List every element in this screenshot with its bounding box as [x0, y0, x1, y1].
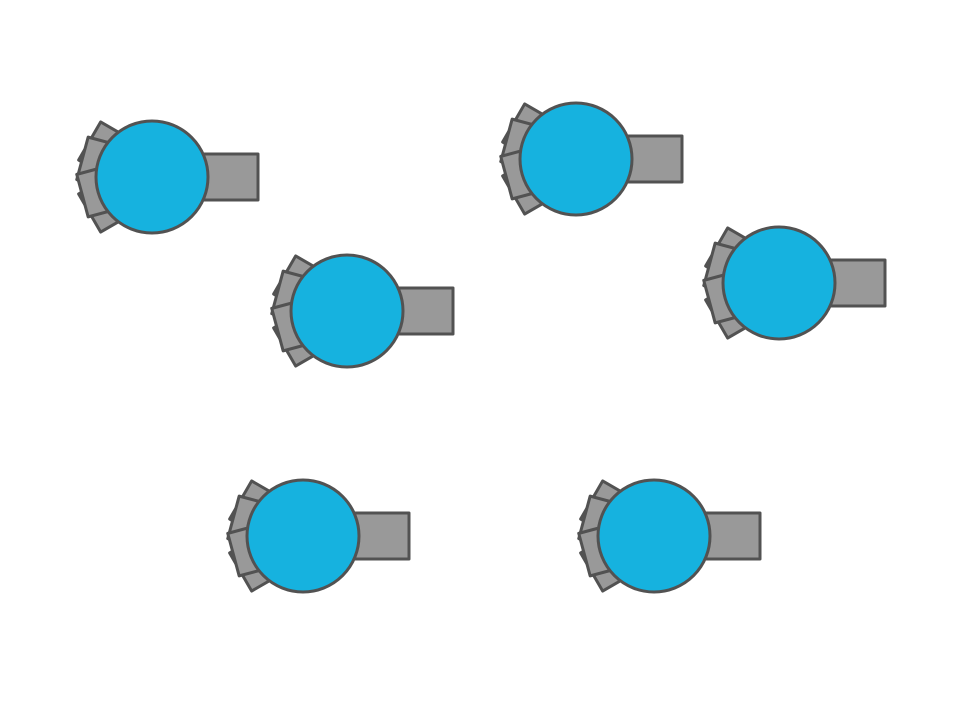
tank-body — [721, 225, 837, 341]
tank-body — [94, 119, 210, 235]
tank-5 — [183, 416, 423, 656]
tank-3 — [227, 191, 467, 431]
tank-icon — [226, 478, 411, 594]
tank-1 — [32, 57, 272, 297]
tank-body — [518, 101, 634, 217]
tank-icon — [702, 225, 887, 341]
tank-icon — [270, 253, 455, 369]
tank-icon — [75, 119, 260, 235]
tank-icon — [577, 478, 762, 594]
tank-body — [596, 478, 712, 594]
tank-2 — [456, 39, 696, 279]
tank-body — [245, 478, 361, 594]
tank-body — [289, 253, 405, 369]
tank-icon — [499, 101, 684, 217]
tank-6 — [534, 416, 774, 656]
tank-4 — [659, 163, 899, 403]
